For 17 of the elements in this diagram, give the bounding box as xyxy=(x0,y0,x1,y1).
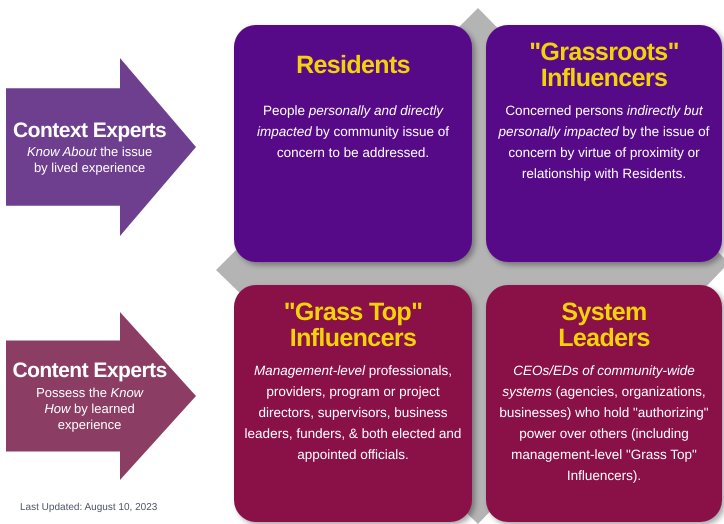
arrow-description: Possess the Know How by learned experience xyxy=(35,384,145,434)
card-description: Concerned persons indirectly but personally impacted by the issue of concern by virtue of proximity or relationship with Residents. xyxy=(497,102,710,183)
card-description: People personally and directly impacted by community issue of concern to be addressed. xyxy=(256,102,450,162)
category-card xyxy=(486,25,722,262)
category-card xyxy=(234,285,472,522)
arrow-heading: Context Experts xyxy=(13,118,166,144)
update-note: Last Updated: August 10, 2023 xyxy=(20,501,158,515)
card-heading: System Leaders xyxy=(557,297,651,353)
arrow-heading: Content Experts xyxy=(12,358,167,384)
arrow-description: Know About the issue by lived experience xyxy=(26,144,154,176)
card-heading: "Grass Top" Influencers xyxy=(282,297,424,353)
category-card xyxy=(486,285,722,522)
category-card xyxy=(234,25,472,262)
card-description: Management-level professionals, providers, program or project directors, supervisors, business leaders, funders, & both elected and appointed officials. xyxy=(244,362,462,464)
card-heading: Residents xyxy=(295,50,411,81)
card-heading: "Grassroots" Influencers xyxy=(528,37,680,93)
card-description: CEOs/EDs of community-wide systems (agencies, organizations, businesses) who hold "authorizing" power over others (including management-level "Grass Top" Influencers). xyxy=(498,362,710,485)
